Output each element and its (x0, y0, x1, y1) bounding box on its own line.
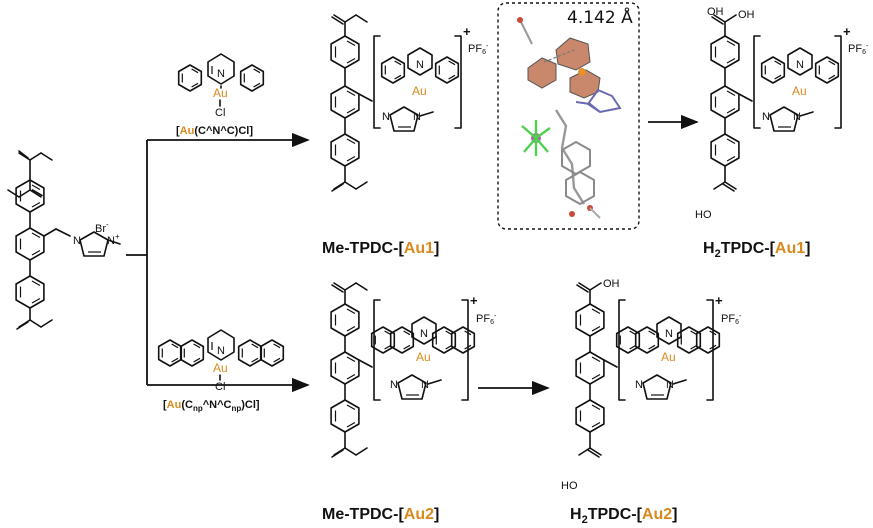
reagent-au-cnc: N Au Cl [Au(C^N^C)Cl] (176, 53, 265, 137)
svg-text:N: N (666, 379, 674, 391)
svg-text:PF6-: PF6- (468, 43, 489, 56)
svg-text:N: N (416, 59, 424, 71)
svg-text:OH: OH (707, 6, 724, 18)
bromide-label: Br- (95, 220, 109, 235)
svg-text:N: N (762, 111, 770, 123)
svg-text:Au: Au (412, 84, 427, 98)
svg-text:Cl: Cl (215, 107, 225, 119)
svg-text:N: N (390, 379, 398, 391)
svg-text:Au: Au (416, 350, 431, 364)
label-h2-tpdc-au2: H2TPDC-[Au2] (570, 506, 677, 526)
svg-text:N: N (382, 111, 390, 123)
product-me-tpdc-au1: N Au N N + PF6- (330, 14, 489, 192)
product-h2-tpdc-au1: OH OH HO N Au N N + PF6- (695, 6, 869, 221)
svg-text:N: N (793, 111, 801, 123)
label-me-tpdc-au2: Me-TPDC-[Au2] (322, 506, 439, 523)
svg-text:N: N (635, 379, 643, 391)
svg-text:N: N (413, 111, 421, 123)
svg-text:+: + (463, 24, 471, 39)
reagent-bottom-label: [Au(Cnp^N^Cnp)Cl] (163, 399, 260, 413)
svg-text:PF6-: PF6- (476, 313, 497, 326)
reagent-top-label: [Au(C^N^C)Cl] (176, 125, 253, 137)
svg-text:N: N (796, 59, 804, 71)
reagent-au-cnp: N Au Cl [Au(Cnp^N^Cnp)Cl] (157, 329, 285, 413)
reaction-paths (126, 114, 699, 396)
svg-text:N: N (420, 328, 428, 340)
svg-text:N: N (421, 379, 429, 391)
svg-text:+: + (470, 293, 478, 308)
svg-text:Cl: Cl (215, 381, 225, 393)
au-atom: Au (213, 86, 228, 100)
starting-material: N N+ Br- (7, 150, 121, 330)
svg-text:Au: Au (213, 361, 228, 375)
imidazolium-n3-label: N+ (107, 232, 120, 247)
svg-text:N: N (217, 345, 225, 357)
product-h2-tpdc-au2: OH HO N Au N N + PF6- (561, 278, 742, 492)
svg-text:HO: HO (561, 480, 578, 492)
svg-text:+: + (843, 24, 851, 39)
product-me-tpdc-au2: N Au N N + PF6- (330, 282, 497, 458)
svg-text:Au: Au (661, 350, 676, 364)
svg-text:N: N (217, 68, 225, 80)
stacking-distance: 4.142 Å (567, 6, 633, 28)
svg-text:PF6-: PF6- (848, 43, 869, 56)
crystal-structure-inset: 4.142 Å (497, 2, 640, 230)
svg-text:PF6-: PF6- (721, 313, 742, 326)
label-h2-tpdc-au1: H2TPDC-[Au1] (703, 240, 810, 260)
svg-text:Au: Au (792, 84, 807, 98)
svg-text:+: + (715, 293, 723, 308)
imidazolium-n1-label: N (73, 235, 81, 247)
svg-text:OH: OH (738, 9, 755, 21)
svg-text:N: N (665, 328, 673, 340)
label-me-tpdc-au1: Me-TPDC-[Au1] (322, 240, 439, 257)
svg-text:OH: OH (603, 278, 620, 290)
svg-text:HO: HO (695, 209, 712, 221)
